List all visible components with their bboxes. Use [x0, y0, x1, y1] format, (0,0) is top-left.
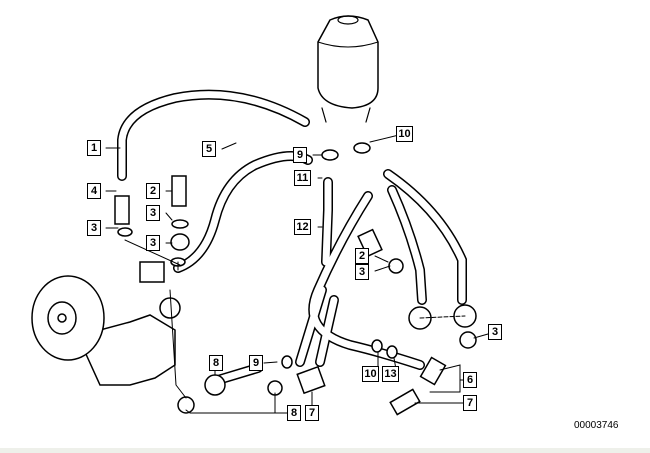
callout-9[interactable]: 9	[293, 147, 307, 163]
callout-8[interactable]: 8	[287, 405, 301, 421]
pump	[31, 261, 181, 386]
callout-13[interactable]: 13	[382, 366, 399, 382]
callout-5[interactable]: 5	[202, 141, 216, 157]
callout-3[interactable]: 3	[355, 264, 369, 280]
hoses	[117, 89, 467, 385]
callout-7[interactable]: 7	[305, 405, 319, 421]
callout-3[interactable]: 3	[146, 235, 160, 251]
callout-2[interactable]: 2	[355, 248, 369, 264]
reservoir	[317, 15, 379, 123]
callout-3[interactable]: 3	[146, 205, 160, 221]
callout-1[interactable]: 1	[87, 140, 101, 156]
callout-9[interactable]: 9	[249, 355, 263, 371]
diagram-id: 00003746	[574, 420, 619, 431]
callout-8[interactable]: 8	[209, 355, 223, 371]
callout-3[interactable]: 3	[87, 220, 101, 236]
callout-2[interactable]: 2	[146, 183, 160, 199]
callout-10[interactable]: 10	[362, 366, 379, 382]
callout-7[interactable]: 7	[463, 395, 477, 411]
callout-6[interactable]: 6	[463, 372, 477, 388]
callout-3[interactable]: 3	[488, 324, 502, 340]
callout-10[interactable]: 10	[396, 126, 413, 142]
callout-4[interactable]: 4	[87, 183, 101, 199]
fittings	[114, 142, 477, 416]
footer-strip	[0, 448, 650, 453]
callout-12[interactable]: 12	[294, 219, 311, 235]
leader-lines	[105, 133, 496, 414]
callout-11[interactable]: 11	[294, 170, 311, 186]
